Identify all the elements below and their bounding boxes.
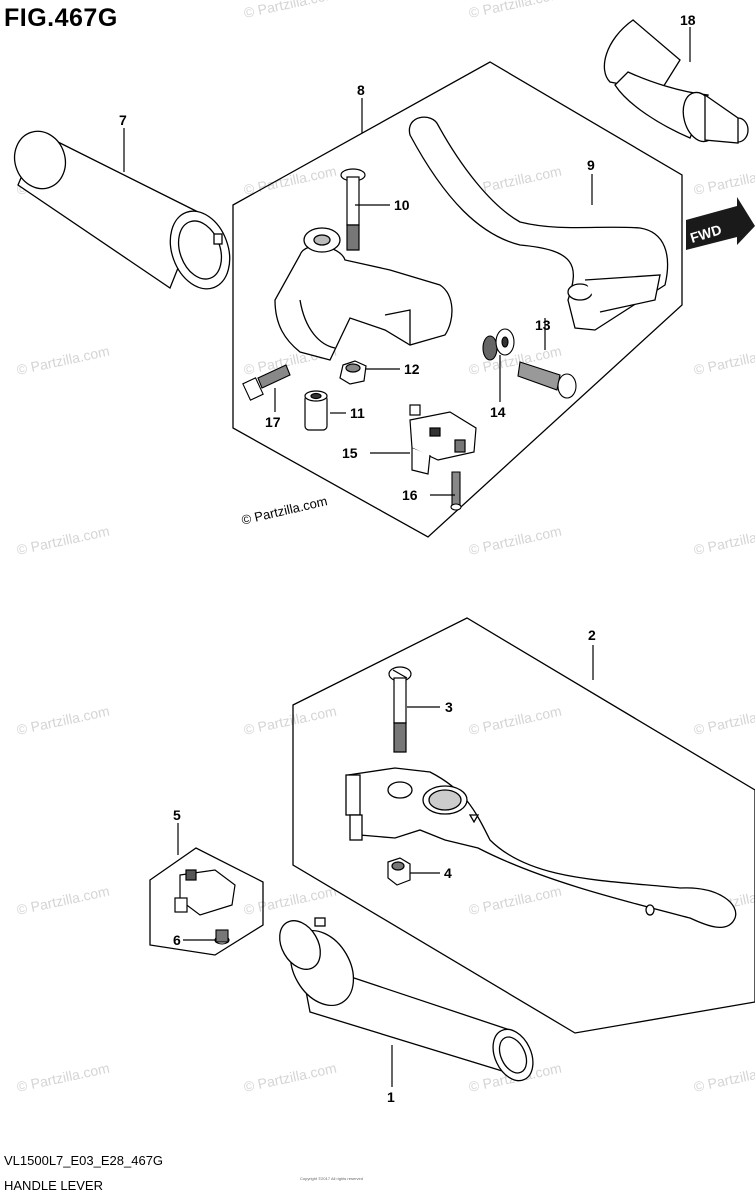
clutch-holder-drawing xyxy=(274,227,453,361)
watermark: © Partzilla.com xyxy=(242,0,338,21)
watermark: © Partzilla.com xyxy=(692,1060,755,1095)
watermark: © Partzilla.com xyxy=(15,343,111,378)
callout-10: 10 xyxy=(394,197,410,213)
nut-12-drawing xyxy=(339,360,367,385)
callout-labels: 1 2 3 4 5 6 7 8 9 10 11 12 13 14 15 16 1… xyxy=(119,12,696,1105)
watermark: © Partzilla.com xyxy=(467,0,563,21)
callout-3: 3 xyxy=(445,699,453,715)
callout-4: 4 xyxy=(444,865,452,881)
callout-11: 11 xyxy=(350,405,365,421)
watermark: © Partzilla.com xyxy=(242,163,338,198)
callout-18: 18 xyxy=(680,12,696,28)
figure-title: FIG.467G xyxy=(4,4,118,32)
watermark: © Partzilla.com xyxy=(15,523,111,558)
callout-17: 17 xyxy=(265,414,281,430)
screw-16-drawing xyxy=(450,471,462,511)
watermark: © Partzilla.com xyxy=(467,883,563,918)
watermark: © Partzilla.com xyxy=(242,1060,338,1095)
watermark: © Partzilla.com xyxy=(242,883,338,918)
callout-1: 1 xyxy=(387,1089,395,1105)
callout-15: 15 xyxy=(342,445,358,461)
watermark: © Partzilla.com xyxy=(692,163,755,198)
callout-12: 12 xyxy=(404,361,420,377)
clutch-lever-drawing xyxy=(408,116,669,331)
watermark: © Partzilla.com xyxy=(692,343,755,378)
spring-14-drawing xyxy=(482,328,515,361)
watermark: © Partzilla.com xyxy=(467,703,563,738)
screw-6-drawing xyxy=(214,929,230,945)
callout-2: 2 xyxy=(588,627,596,643)
callout-7: 7 xyxy=(119,112,127,128)
callout-14: 14 xyxy=(490,404,506,420)
callout-13: 13 xyxy=(535,317,551,333)
callout-9: 9 xyxy=(587,157,595,173)
watermark-layer: © Partzilla.com © Partzilla.com © Partzi… xyxy=(15,0,755,1095)
grip-left-drawing xyxy=(13,130,231,290)
figure-name: HANDLE LEVER xyxy=(4,1178,103,1193)
switch-15-drawing xyxy=(409,404,477,475)
nut-4-drawing xyxy=(387,857,411,886)
watermark: © Partzilla.com xyxy=(692,523,755,558)
brake-group-frame xyxy=(292,617,755,1034)
watermark: © Partzilla.com xyxy=(15,883,111,918)
adjuster-bolt-13-drawing xyxy=(517,361,577,399)
bolt-17-drawing xyxy=(242,364,291,401)
callout-8: 8 xyxy=(357,82,365,98)
callout-6: 6 xyxy=(173,932,181,948)
callout-16: 16 xyxy=(402,487,418,503)
figure-code: VL1500L7_E03_E28_467G xyxy=(4,1153,164,1168)
callout-5: 5 xyxy=(173,807,181,823)
spacer-11-drawing xyxy=(304,390,328,431)
watermark: © Partzilla.com xyxy=(467,523,563,558)
watermark: © Partzilla.com xyxy=(692,703,755,738)
clutch-group-frame xyxy=(232,61,683,538)
pivot-bolt-3-drawing xyxy=(388,666,412,753)
grip-right-drawing xyxy=(279,917,534,1082)
watermark: © Partzilla.com xyxy=(15,1060,111,1095)
brake-switch-frame xyxy=(149,847,264,956)
brake-switch-drawing xyxy=(174,869,236,916)
fwd-arrow: FWD xyxy=(686,197,755,250)
throttle-end-drawing xyxy=(603,19,749,144)
brake-lever-drawing xyxy=(345,767,737,928)
fine-print: Copyright ©2017 All rights reserved xyxy=(300,1176,363,1181)
pivot-bolt-10-drawing xyxy=(340,168,366,251)
watermark: © Partzilla.com xyxy=(15,703,111,738)
watermark: © Partzilla.com xyxy=(242,703,338,738)
leader-lines xyxy=(123,27,691,1087)
